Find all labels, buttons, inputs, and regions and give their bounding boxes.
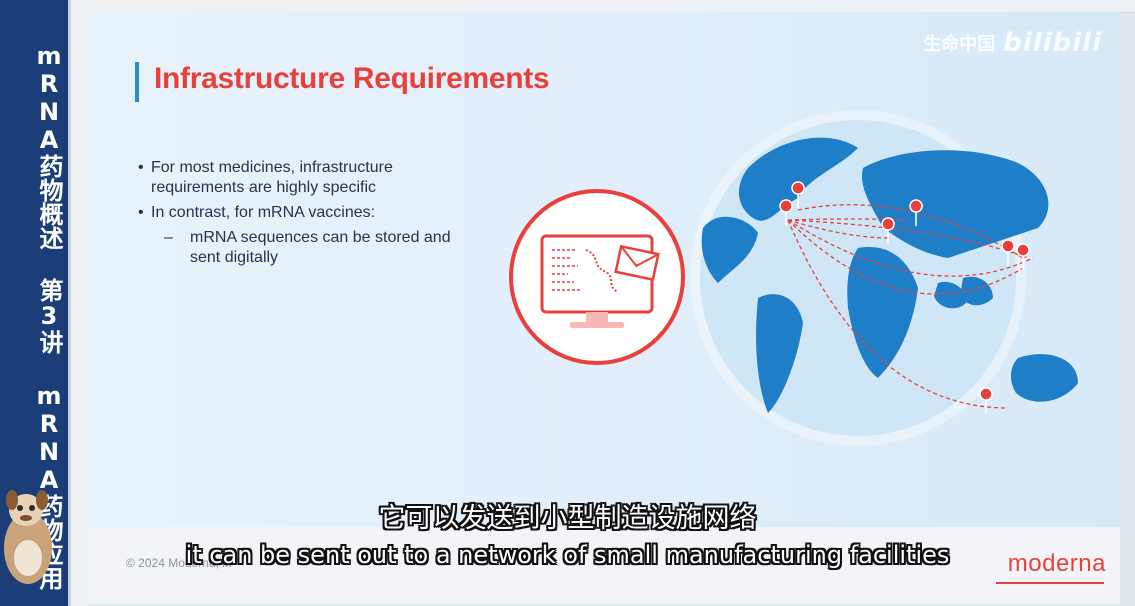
lecture-sidebar: mRNA药物概述 第3讲 mRNA药物应用 <box>0 0 68 606</box>
presentation-slide: Infrastructure Requirements For most med… <box>88 12 1120 604</box>
bullet-item: In contrast, for mRNA vaccines: <box>138 203 468 223</box>
bilibili-watermark: 生命中国 bilibili <box>923 28 1102 58</box>
moderna-logo: moderna <box>1007 550 1106 577</box>
computer-mail-icon <box>509 189 685 365</box>
left-margin-strip <box>68 0 88 606</box>
bilibili-logo: bilibili <box>1003 28 1102 58</box>
bullet-item: For most medicines, infrastructure requi… <box>138 158 468 198</box>
chinese-subtitle: 它可以发送到小型制造设施网络 <box>378 503 757 534</box>
title-accent-bar <box>135 62 139 102</box>
watermark-text: 生命中国 <box>923 34 996 55</box>
slide-title: Infrastructure Requirements <box>154 62 550 95</box>
english-subtitle: it can be sent out to a network of small… <box>185 541 950 569</box>
bullet-list: For most medicines, infrastructure requi… <box>138 158 468 268</box>
world-globe-illustration <box>690 110 1078 446</box>
copyright-text: © 2024 Moderna, in <box>126 556 232 570</box>
logo-underline <box>996 582 1104 584</box>
sub-bullet-item: mRNA sequences can be stored and sent di… <box>138 228 468 268</box>
location-pins <box>779 181 1030 415</box>
slide-footer <box>88 527 1120 604</box>
mascot-illustration <box>4 490 52 584</box>
